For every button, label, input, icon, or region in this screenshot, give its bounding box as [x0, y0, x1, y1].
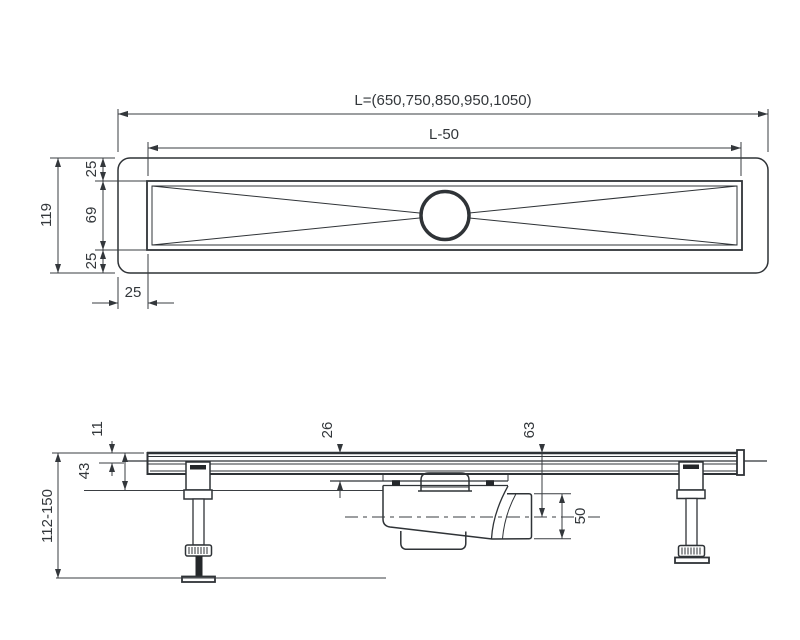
dim-side-edge: 25 [92, 254, 174, 309]
dim-label-grate-lip: 11 [89, 421, 106, 437]
dim-label-grate-length: L-50 [429, 126, 459, 143]
dim-label-channel-height: 43 [76, 463, 93, 480]
trap-flange-screw-right [486, 480, 494, 486]
outlet-pipe [507, 492, 533, 540]
dim-label-grate-width: 69 [83, 207, 100, 224]
dim-overall-width: 119 [38, 157, 115, 274]
dim-label-length-options: L=(650,750,850,950,1050) [354, 92, 531, 109]
foot-collar [676, 489, 706, 500]
foot-threaded-rod [195, 556, 203, 577]
outer-flange-frame [117, 157, 769, 274]
foot-base-plate [181, 575, 216, 583]
grate-frame-outer [146, 180, 743, 251]
foot-nut-ribs [188, 547, 208, 554]
foot-bracket-slot [190, 465, 206, 470]
dim-overall-length: L=(650,750,850,950,1050) [117, 92, 769, 152]
foot-base-plate [674, 556, 710, 564]
channel-body [123, 449, 767, 476]
foot-bracket-slot [683, 464, 699, 469]
trap-body-outline [382, 485, 530, 540]
drain-outlet-circle [419, 189, 471, 242]
trap-body [330, 475, 533, 551]
foot-collar [183, 489, 213, 500]
channel-right-end-cap [736, 449, 745, 476]
adjustable-foot-left [181, 461, 216, 583]
dim-label-outlet-center: 63 [521, 422, 538, 439]
dim-label-edge-top: 25 [83, 161, 100, 178]
dim-channel-height: 43 [76, 453, 128, 490]
top-view [117, 157, 769, 274]
dim-label-outlet-diameter: 50 [572, 508, 589, 525]
trap-lower-chamber [400, 531, 467, 551]
dim-label-edge-bottom: 25 [83, 253, 100, 270]
dim-trap-offset: 26 [319, 422, 343, 498]
dim-outlet-center: 63 [521, 422, 545, 517]
foot-leg [685, 497, 698, 547]
foot-nut-ribs [681, 547, 701, 555]
dim-label-edge-side: 25 [125, 284, 142, 301]
dim-grate-length: L-50 [147, 126, 742, 176]
trap-flange-screw-left [392, 480, 400, 486]
adjustable-foot-right [674, 461, 710, 564]
dim-install-height: 112-150 [39, 453, 61, 578]
trap-right-curve-inner [502, 493, 517, 539]
dim-label-install-height: 112-150 [39, 489, 56, 543]
trap-cap [420, 472, 470, 491]
side-view: 11 43 112-150 26 63 [39, 421, 767, 583]
dim-grate-lip: 11 [52, 421, 144, 476]
dim-outlet-diameter: 50 [534, 493, 589, 540]
grate-frame-inner [151, 185, 738, 246]
dim-label-overall-width: 119 [38, 203, 55, 227]
dim-label-trap-offset: 26 [319, 422, 336, 439]
trap-right-curve-outer [490, 485, 509, 539]
dim-width-chain: 25 69 25 [83, 158, 150, 273]
foot-leg [192, 498, 205, 546]
